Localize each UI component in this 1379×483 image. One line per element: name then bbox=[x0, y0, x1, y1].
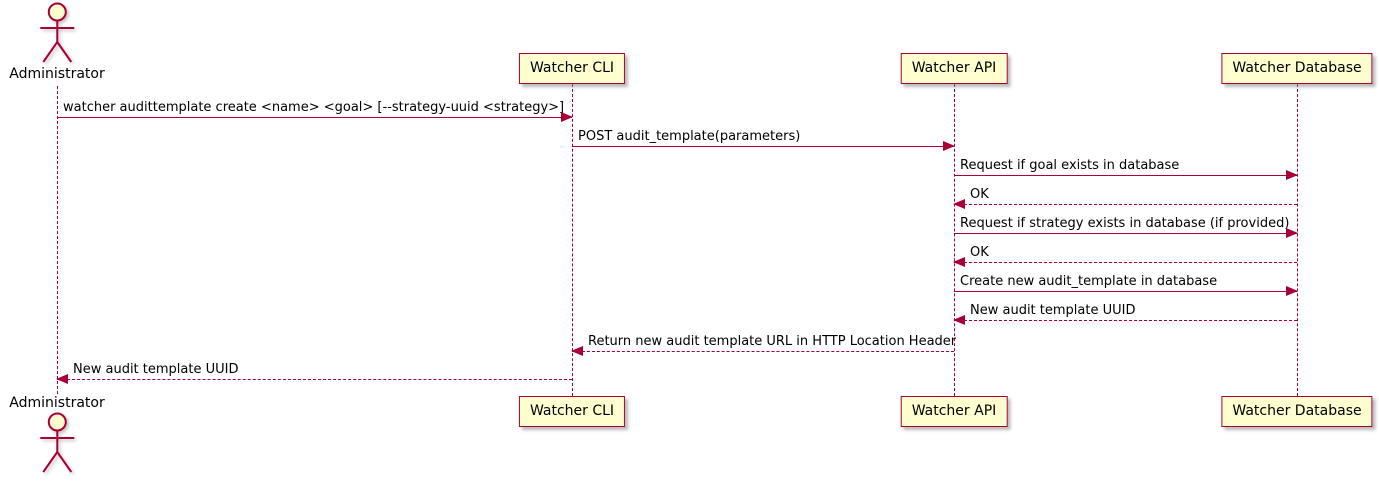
message-text: POST audit_template(parameters) bbox=[578, 129, 801, 144]
lifeline-watcher-cli bbox=[572, 84, 573, 396]
lifeline-watcher-database bbox=[1297, 84, 1298, 396]
message-arrow bbox=[954, 170, 1298, 180]
message-arrow bbox=[953, 199, 1297, 209]
message-arrow bbox=[56, 374, 572, 384]
message-create-audittemplate: watcher audittemplate create <name> <goa… bbox=[57, 98, 573, 122]
arrowhead-icon bbox=[953, 315, 965, 325]
message-text: Create new audit_template in database bbox=[960, 274, 1218, 289]
message-arrow bbox=[953, 257, 1297, 267]
arrowhead-icon bbox=[1286, 228, 1298, 238]
message-new-uuid-to-admin: New audit template UUID bbox=[56, 360, 572, 384]
participant-watcher-cli-top: Watcher CLI bbox=[518, 53, 626, 84]
arrowhead-icon bbox=[561, 112, 573, 122]
participant-watcher-api-bottom: Watcher API bbox=[900, 396, 1008, 427]
message-arrow bbox=[953, 315, 1297, 325]
message-text: New audit template UUID bbox=[970, 303, 1136, 318]
arrowhead-icon bbox=[953, 257, 965, 267]
message-text: watcher audittemplate create <name> <goa… bbox=[63, 100, 565, 115]
participant-watcher-database-top: Watcher Database bbox=[1221, 53, 1373, 84]
participant-watcher-database-bottom: Watcher Database bbox=[1221, 396, 1373, 427]
lifeline-administrator bbox=[57, 86, 58, 394]
message-ok-strategy: OK bbox=[953, 243, 1297, 267]
message-text: Request if goal exists in database bbox=[960, 158, 1180, 173]
message-post-audit-template: POST audit_template(parameters) bbox=[572, 127, 955, 151]
actor-administrator-top: Administrator bbox=[9, 2, 105, 82]
message-arrow bbox=[954, 228, 1298, 238]
participant-watcher-cli-bottom: Watcher CLI bbox=[518, 396, 626, 427]
arrowhead-icon bbox=[1286, 286, 1298, 296]
arrowhead-icon bbox=[943, 141, 955, 151]
actor-label: Administrator bbox=[9, 395, 105, 411]
message-new-uuid-from-db: New audit template UUID bbox=[953, 301, 1297, 325]
lifeline-watcher-api bbox=[954, 84, 955, 396]
arrowhead-icon bbox=[953, 199, 965, 209]
message-text: New audit template UUID bbox=[73, 362, 239, 377]
arrowhead-icon bbox=[1286, 170, 1298, 180]
message-arrow bbox=[954, 286, 1298, 296]
actor-administrator-bottom: Administrator bbox=[9, 395, 105, 475]
participant-watcher-api-top: Watcher API bbox=[900, 53, 1008, 84]
message-ok-goal: OK bbox=[953, 185, 1297, 209]
message-arrow bbox=[571, 346, 954, 356]
message-arrow bbox=[572, 141, 955, 151]
message-create-in-database: Create new audit_template in database bbox=[954, 272, 1298, 296]
actor-label: Administrator bbox=[9, 66, 105, 82]
arrowhead-icon bbox=[56, 374, 68, 384]
message-text: Return new audit template URL in HTTP Lo… bbox=[588, 334, 957, 349]
message-return-url-location-header: Return new audit template URL in HTTP Lo… bbox=[571, 332, 957, 356]
message-request-goal-exists: Request if goal exists in database bbox=[954, 156, 1298, 180]
actor-icon bbox=[40, 412, 74, 473]
arrowhead-icon bbox=[571, 346, 583, 356]
actor-icon bbox=[40, 2, 74, 63]
message-arrow bbox=[57, 112, 573, 122]
message-request-strategy-exists: Request if strategy exists in database (… bbox=[954, 214, 1298, 238]
message-text: Request if strategy exists in database (… bbox=[960, 216, 1290, 231]
message-text: OK bbox=[970, 187, 989, 202]
message-text: OK bbox=[970, 245, 989, 260]
